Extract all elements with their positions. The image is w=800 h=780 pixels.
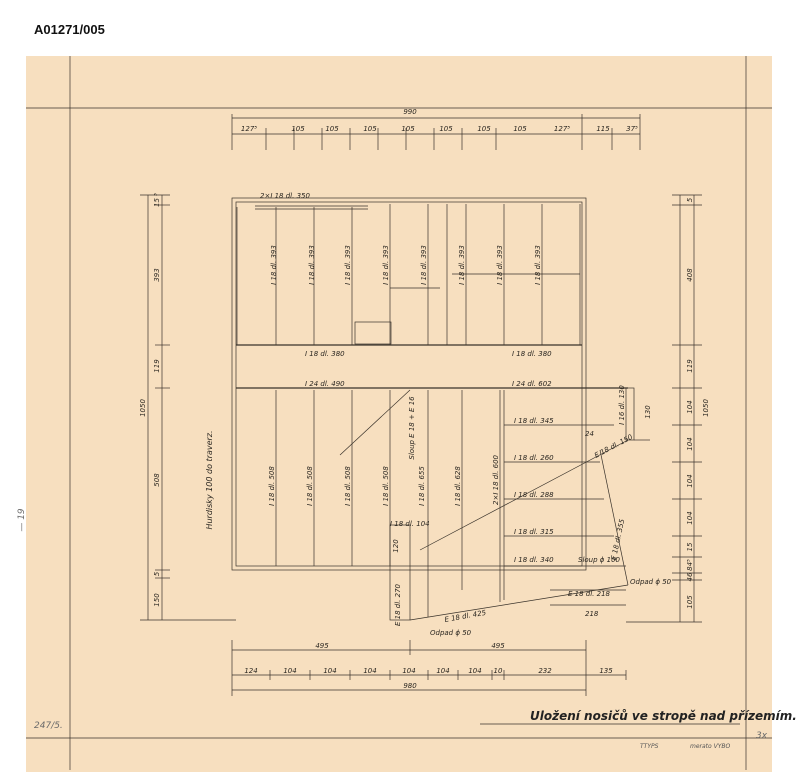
bottom-dim-10: 135	[599, 667, 613, 675]
left-dim-3: 119	[153, 359, 161, 373]
e18-270-label: E 18 dl. 270	[394, 583, 402, 626]
column-label: Sloup E 18 + E 16	[408, 396, 416, 460]
lower-beam-2: I 18 dl. 508	[306, 466, 314, 506]
drawing-sheet	[26, 56, 772, 772]
bottom-dim-1: 124	[244, 667, 257, 675]
right-beam-315: I 18 dl. 315	[514, 528, 554, 536]
right-dim-6: 104	[686, 474, 694, 487]
upper-mid-left: I 18 dl. 380	[305, 350, 345, 358]
right-dim-10: 46	[686, 572, 694, 581]
right-dim-9: 84⁵	[686, 559, 694, 571]
right-dim-4: 104	[686, 400, 694, 413]
lower-beam-7: 2×I 18 dl. 600	[492, 454, 500, 504]
middle-beam-left: I 24 dl. 490	[305, 380, 345, 388]
top-dim-4: 105	[363, 125, 377, 133]
lower-beam-6: I 18 dl. 628	[454, 466, 462, 506]
dim-218: 218	[585, 610, 599, 618]
dim-24: 24	[585, 430, 594, 438]
right-dim-7: 104	[686, 511, 694, 524]
e18-218-label: E 18 dl. 218	[568, 590, 611, 598]
bottom-dim-3: 104	[323, 667, 336, 675]
archive-id: A01271/005	[34, 22, 105, 37]
stamp-small-text: merato VYBO	[690, 743, 730, 750]
right-dim-2: 408	[686, 268, 694, 282]
top-dim-3: 105	[325, 125, 339, 133]
top-dim-1: 127⁵	[241, 125, 257, 133]
right-beam-345: I 18 dl. 345	[514, 417, 554, 425]
odpad-50-right: Odpad ϕ 50	[630, 578, 672, 586]
right-dim-total: 1050	[702, 399, 710, 417]
middle-beam-right: I 24 dl. 602	[512, 380, 552, 388]
right-dim-8: 15	[686, 542, 694, 551]
lower-beam-1: I 18 dl. 508	[268, 466, 276, 506]
upper-beam-4: I 18 dl. 393	[382, 245, 390, 285]
left-dim-5: 5	[153, 571, 161, 576]
left-note: Hurdisky 100 do traverz.	[205, 430, 214, 529]
bottom-dim-4: 104	[363, 667, 376, 675]
odpad-50-bottom: Odpad ϕ 50	[430, 629, 472, 637]
dim-120: 120	[392, 539, 400, 553]
left-dim-1: 15 ⁵	[153, 193, 161, 207]
bottom-dim-2: 104	[283, 667, 296, 675]
drawing-title: Uložení nosičů ve stropě nad přízemím.	[530, 709, 797, 723]
e18-355-label: E 18 dl. 355	[610, 518, 627, 561]
top-dim-8: 105	[513, 125, 527, 133]
bottom-dim-6: 104	[436, 667, 449, 675]
e18-150-label: E 18 dl. 150	[593, 433, 634, 460]
top-dim-6: 105	[439, 125, 453, 133]
bottom-dim-5: 104	[402, 667, 415, 675]
lower-beam-4: I 18 dl. 508	[382, 466, 390, 506]
left-margin-note: — 19	[17, 508, 27, 532]
upper-beam-1: I 18 dl. 393	[270, 245, 278, 285]
left-dim-4: 508	[153, 473, 161, 487]
short-beam-label: I 18 dl. 104	[390, 520, 430, 528]
bottom-half-2: 495	[491, 642, 505, 650]
left-dim-2: 393	[153, 268, 161, 281]
pencil-mark: 3x	[756, 731, 768, 741]
right-dim-3: 119	[686, 359, 694, 373]
upper-beam-5: I 18 dl. 393	[420, 245, 428, 285]
top-dim-9: 127⁵	[554, 125, 570, 133]
top-dim-7: 105	[477, 125, 491, 133]
top-dim-5: 105	[401, 125, 415, 133]
sloup-100-label: Sloup ϕ 100	[578, 556, 621, 564]
left-dim-total: 1050	[139, 399, 147, 417]
right-column-label: I 16 dl. 130	[618, 385, 626, 425]
bottom-dim-total: 980	[403, 682, 417, 690]
bottom-half-1: 495	[315, 642, 329, 650]
bottom-dim-8: 10	[494, 667, 503, 675]
top-dim-10: 115	[596, 125, 610, 133]
upper-top-beam: 2×I 18 dl. 350	[260, 192, 310, 200]
upper-beam-7: I 18 dl. 393	[496, 245, 504, 285]
right-dim-5: 104	[686, 437, 694, 450]
right-dim-11: 105	[686, 595, 694, 609]
right-beam-340: I 18 dl. 340	[514, 556, 554, 564]
left-dim-6: 150	[153, 593, 161, 607]
dim-130: 130	[644, 405, 652, 419]
bottom-dim-9: 232	[538, 667, 552, 675]
right-beam-288: I 18 dl. 288	[514, 491, 554, 499]
stamp-text: TTYPS	[640, 743, 659, 750]
top-dim-11: 37⁵	[626, 125, 638, 133]
lower-beam-5: I 18 dl. 655	[418, 466, 426, 506]
right-beam-260: I 18 dl. 260	[514, 454, 554, 462]
upper-beam-6: I 18 dl. 393	[458, 245, 466, 285]
upper-mid-right: I 18 dl. 380	[512, 350, 552, 358]
floor-outline	[231, 197, 587, 571]
top-dim-2: 105	[291, 125, 305, 133]
upper-beam-8: I 18 dl. 393	[534, 245, 542, 285]
top-dim-total: 990	[403, 108, 417, 116]
upper-beam-2: I 18 dl. 393	[308, 245, 316, 285]
bottom-dim-7: 104	[468, 667, 481, 675]
right-dim-1: 5	[686, 197, 694, 202]
lower-beam-3: I 18 dl. 508	[344, 466, 352, 506]
upper-beam-3: I 18 dl. 393	[344, 245, 352, 285]
pencil-note: 247/5.	[34, 721, 63, 731]
